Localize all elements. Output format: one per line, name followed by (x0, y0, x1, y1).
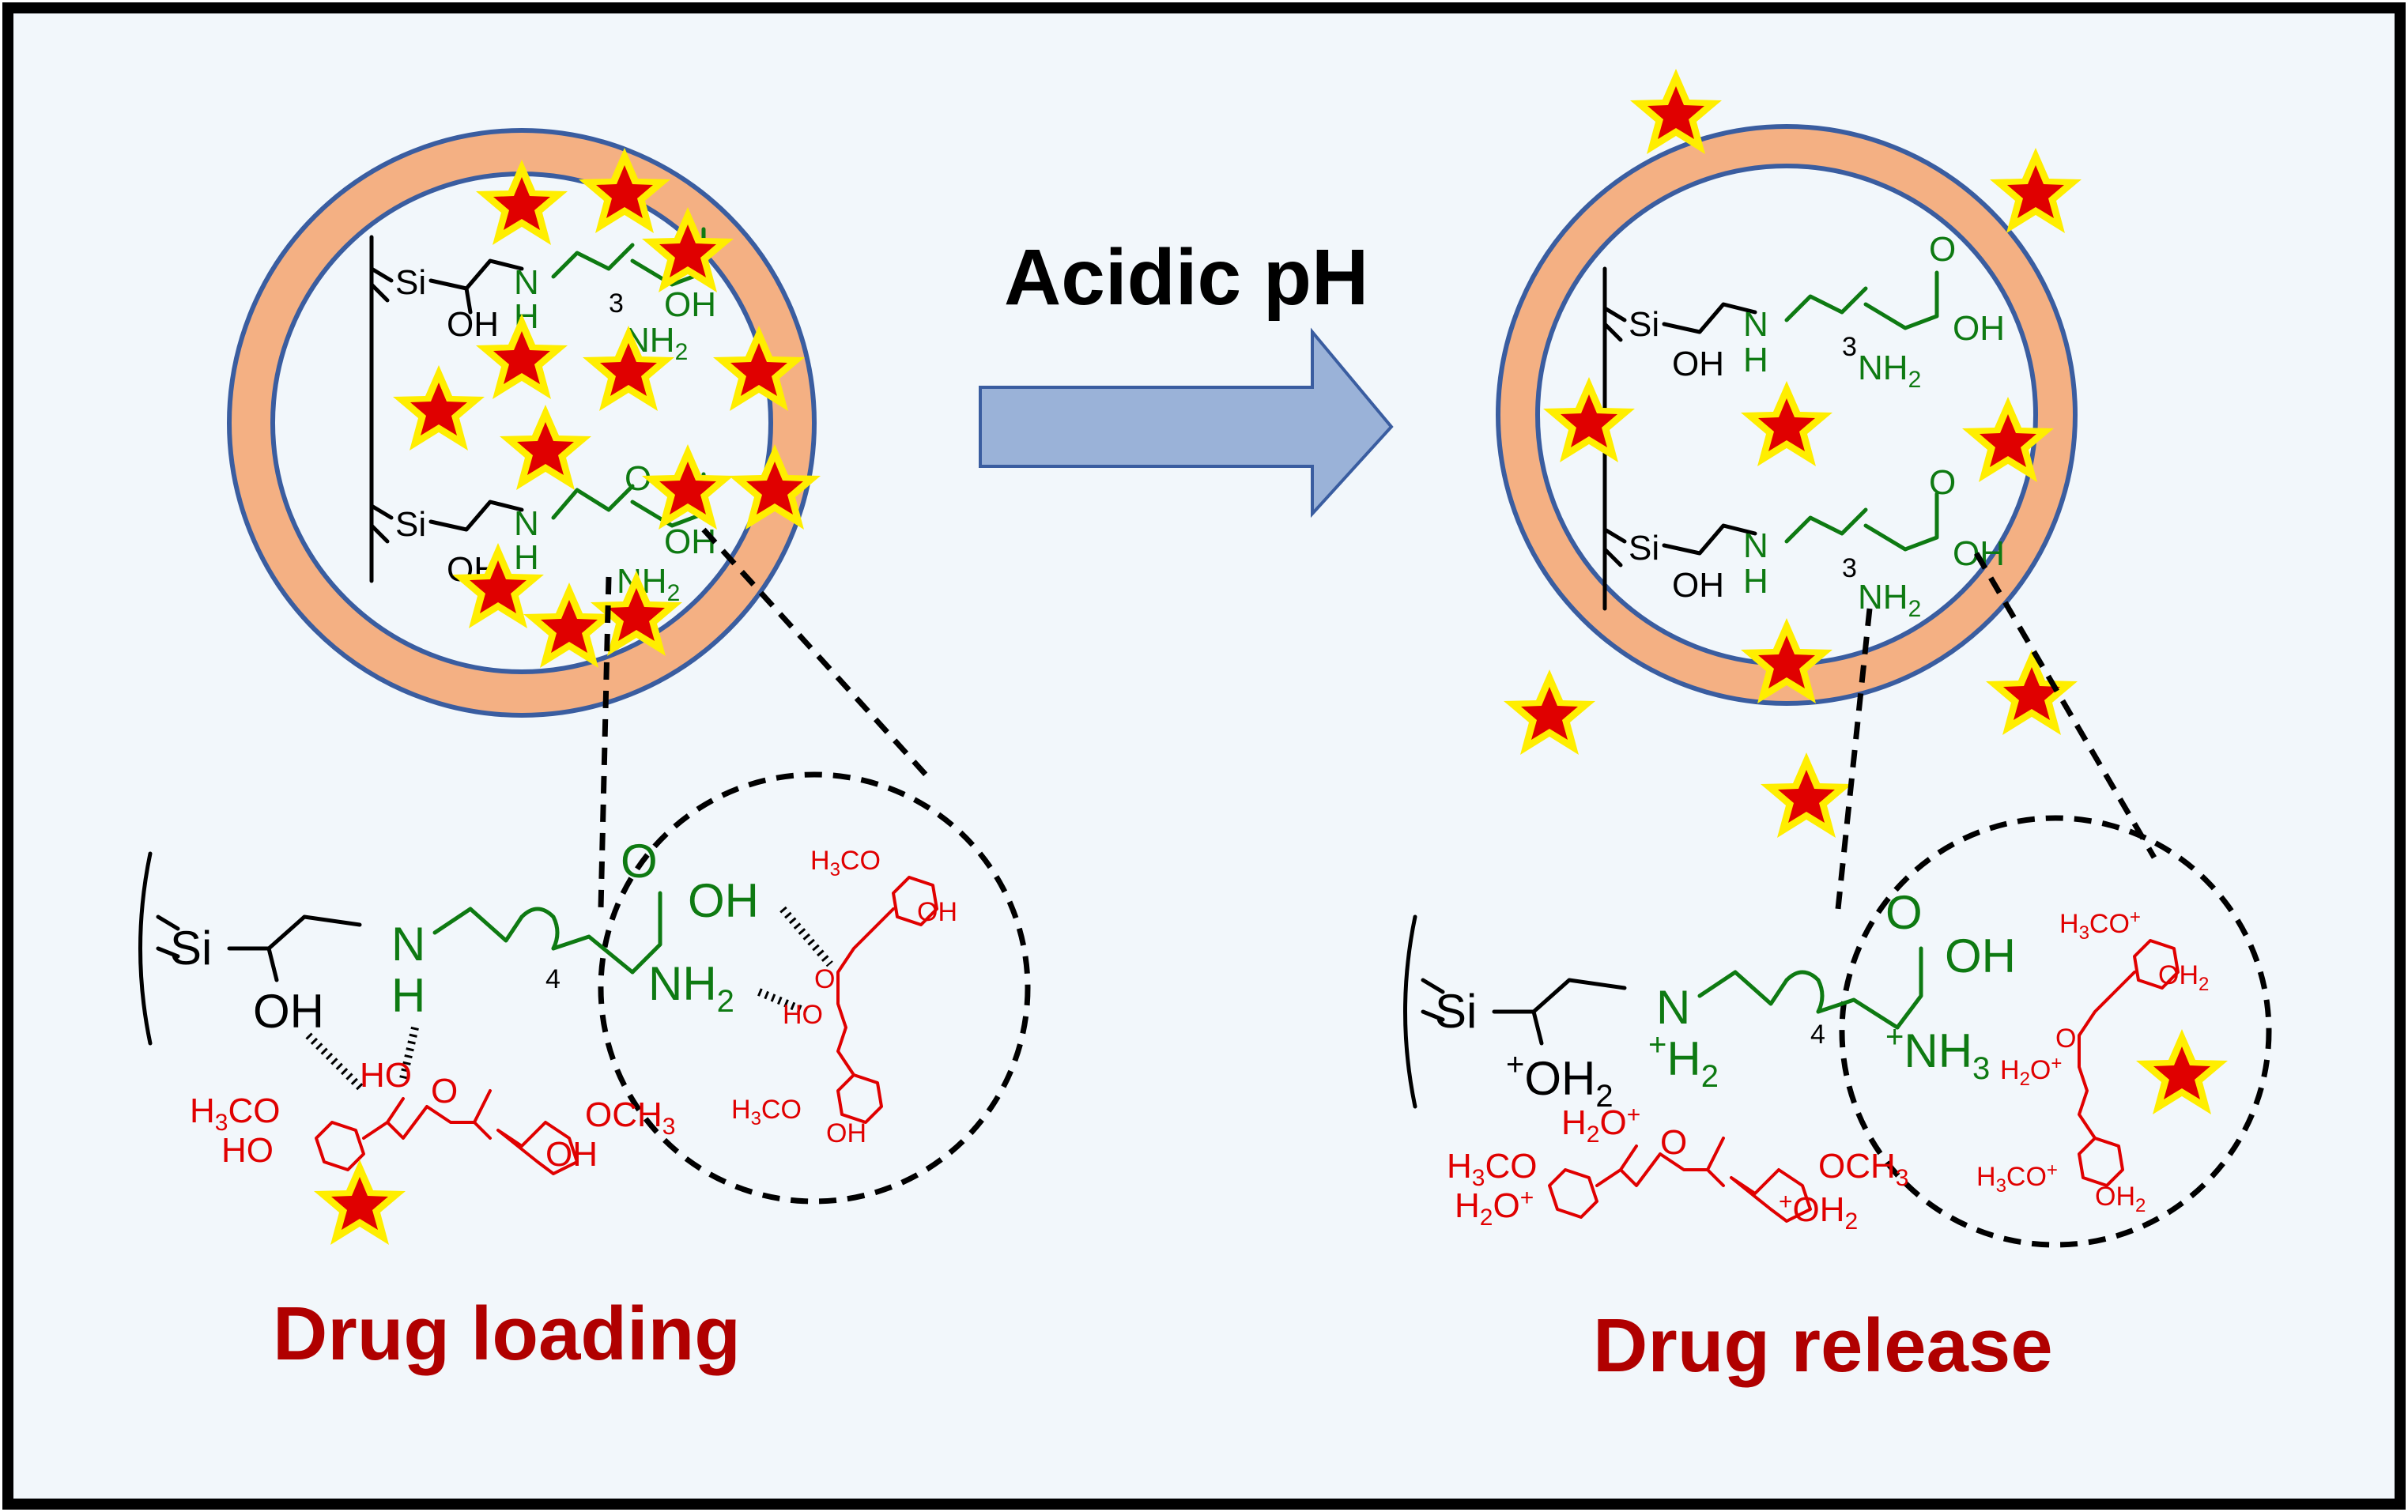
oh-text: OH (917, 897, 957, 927)
oh2-text: +OH2 (1506, 1047, 1614, 1114)
h3co-text: H3CO (810, 846, 881, 880)
h-text: H (391, 969, 425, 1022)
oh-text: OH (447, 305, 499, 344)
hydrogen-bond (305, 1032, 367, 1094)
h2o-text: H2O+ (1455, 1185, 1534, 1231)
oh-text: OH (826, 1118, 866, 1148)
sub3-text: 3 (1842, 332, 1857, 362)
o-text: O (1885, 886, 1923, 939)
o-text: O (621, 835, 658, 888)
left-linker-top: Si OH N H 3 OH NH2 (369, 227, 716, 365)
sub4-text: 4 (545, 964, 560, 994)
left-zoom-circle (598, 771, 1031, 1205)
si-text: Si (395, 263, 426, 302)
oh-text: OH (1953, 309, 2005, 348)
h3co-text: H3CO (190, 1092, 280, 1136)
h2o-text: H2O+ (1561, 1102, 1640, 1148)
o-text: O (1660, 1123, 1687, 1162)
si-text: Si (1435, 985, 1477, 1038)
oh-text: OH (1672, 345, 1724, 383)
left-nanoparticle: Si OH N H 3 OH NH2 Si OH N H O OH NH2 (227, 128, 821, 718)
right-zoom-circle (1839, 815, 2272, 1248)
h-text: H (514, 538, 539, 577)
sub3-text: 3 (609, 288, 624, 319)
hydrogen-bond (757, 988, 808, 1016)
nh3-text: +NH3 (1885, 1020, 1990, 1086)
oh-text: OH (664, 285, 716, 324)
left-linker-bottom: Si OH N H O OH NH2 (369, 459, 716, 606)
right-linker-bottom: Si OH N H 3 O OH NH2 (1602, 463, 2005, 622)
nh2-text: NH2 (1858, 349, 1921, 393)
h3co-text: H3CO (731, 1095, 802, 1129)
right-linker-top: Si OH N H 3 O OH NH2 (1602, 230, 2005, 393)
si-text: Si (1629, 529, 1659, 567)
oh2-text: OH2 (2158, 960, 2209, 995)
curcumin-molecule: H3CO HO HO O OCH3 OH (190, 1056, 675, 1175)
o-text: O (2055, 1024, 2076, 1054)
hydrogen-bond (399, 1026, 419, 1080)
protonated-curcumin-molecule-zoom: H3CO+ OH2 O H2O+ H3CO+ OH2 (1976, 907, 2209, 1216)
och3-text: OCH3 (585, 1095, 675, 1140)
o-text: O (431, 1072, 458, 1110)
h2-text: +H2 (1648, 1027, 1719, 1094)
o-text: O (1929, 230, 1956, 269)
drug-loading-label: Drug loading (273, 1291, 741, 1376)
oh-text: OH (664, 522, 716, 561)
h-text: H (1743, 341, 1768, 379)
n-text: N (514, 263, 539, 302)
curcumin-molecule-zoom: H3CO OH O HO H3CO OH (731, 846, 957, 1148)
hydrogen-bond (779, 906, 833, 967)
arrow-icon (979, 327, 1394, 518)
ho-text: HO (783, 1000, 823, 1030)
h-text: H (1743, 562, 1768, 601)
oh-text: OH (545, 1135, 598, 1174)
ho-text: HO (221, 1131, 274, 1170)
protonated-curcumin-molecule: H3CO H2O+ H2O+ O OCH3 +OH2 (1447, 1102, 1908, 1235)
acidic-ph-label: Acidic pH (1004, 233, 1368, 322)
och3-text: OCH3 (1818, 1147, 1908, 1191)
right-nanoparticle: Si OH N H 3 O OH NH2 Si OH N H 3 O OH NH… (1496, 124, 2078, 706)
n-text: N (1743, 526, 1768, 565)
drug-release-label: Drug release (1593, 1303, 2053, 1388)
h3co-text: H3CO (1447, 1147, 1537, 1191)
right-zoom-line (1835, 608, 1873, 910)
si-text: Si (170, 922, 212, 975)
sub3-text: 3 (1842, 553, 1857, 583)
ho-text: HO (360, 1056, 412, 1095)
n-text: N (1743, 305, 1768, 344)
nh2-text: NH2 (1858, 578, 1921, 622)
si-text: Si (1629, 305, 1659, 344)
process-arrow: Acidic pH (979, 233, 1394, 518)
oh-text: OH (688, 874, 759, 927)
o-text: O (1929, 463, 1956, 502)
oh-text: OH (1672, 566, 1724, 605)
o-text: O (814, 964, 835, 994)
h2o-text: H2O+ (2000, 1053, 2062, 1090)
sub4-text: 4 (1810, 1020, 1825, 1050)
right-expanded-structure: Si +OH2 N +H2 4 O OH +NH3 H3CO H2O+ H2O+… (1403, 886, 2228, 1235)
left-expanded-structure: Si OH N H 4 O OH NH2 H3CO HO HO O OCH3 O… (138, 835, 957, 1245)
h3co-text: H3CO+ (2059, 907, 2141, 944)
n-text: N (391, 918, 425, 971)
n-text: N (1656, 981, 1690, 1034)
oh2-text: +OH2 (1779, 1189, 1858, 1235)
si-text: Si (395, 505, 426, 544)
h3co-text: H3CO+ (1976, 1159, 2058, 1197)
oh2-text: OH2 (2095, 1182, 2146, 1216)
nh2-text: NH2 (648, 957, 734, 1019)
right-zoom-line (1973, 552, 2157, 859)
oh-text: OH (1945, 929, 2016, 982)
n-text: N (514, 504, 539, 543)
oh-text: OH (253, 985, 324, 1038)
